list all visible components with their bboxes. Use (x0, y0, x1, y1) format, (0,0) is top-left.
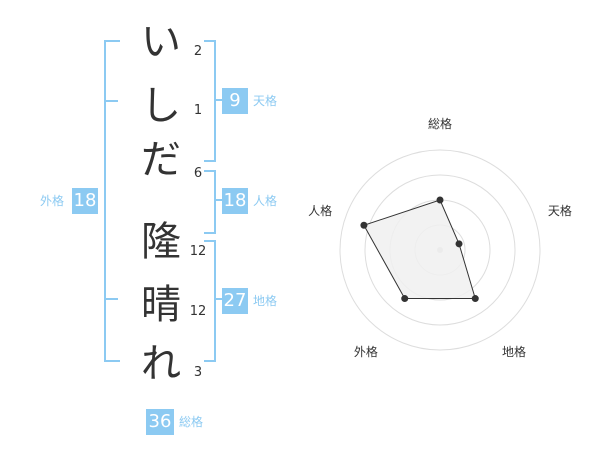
jinkaku-bracket (204, 170, 216, 234)
soukaku-value: 36 (146, 409, 174, 435)
stroke-count-1: 2 (193, 44, 203, 59)
chikaku-bracket (204, 240, 216, 362)
name-char-6: れ (141, 341, 181, 387)
bracket-connector (214, 199, 222, 201)
name-char-3: だ (141, 137, 181, 183)
bracket-connector (214, 99, 222, 101)
radar-ring (364, 174, 516, 326)
tenkaku-value: 9 (222, 88, 248, 114)
radar-ring (339, 149, 541, 351)
stroke-count-5: 12 (189, 304, 207, 319)
radar-axis-label: 外格 (354, 344, 378, 359)
radar-axis-label: 総格 (428, 116, 452, 131)
gaikaku-value: 18 (72, 188, 98, 214)
radar-axis-label: 天格 (548, 203, 572, 218)
name-char-4: 隆 (141, 219, 181, 265)
jinkaku-label: 人格 (253, 194, 278, 208)
tenkaku-bracket (204, 40, 216, 162)
radar-data-point (360, 221, 368, 229)
tenkaku-label: 天格 (253, 94, 278, 108)
name-char-2: し (141, 83, 181, 129)
stroke-count-2: 1 (193, 103, 203, 118)
stroke-count-3: 6 (193, 166, 203, 181)
bracket-connector (214, 298, 222, 300)
bracket-tick-left (104, 298, 118, 300)
gaikaku-bracket (104, 40, 120, 362)
gaikaku-label: 外格 (40, 194, 65, 208)
stroke-count-4: 12 (189, 244, 207, 259)
radar-data-point (401, 295, 409, 303)
name-char-1: い (141, 19, 181, 65)
radar-data-point (436, 196, 444, 204)
jinkaku-value: 18 (222, 188, 248, 214)
name-char-5: 晴 (141, 282, 181, 328)
radar-data-point (455, 240, 463, 248)
radar-data-point (471, 295, 479, 303)
chikaku-value: 27 (222, 288, 248, 314)
radar-axis-label: 地格 (502, 344, 526, 359)
bracket-tick-left (104, 100, 118, 102)
radar-axis-label: 人格 (308, 203, 332, 218)
stroke-count-6: 3 (193, 365, 203, 380)
soukaku-label: 総格 (179, 415, 204, 429)
chikaku-label: 地格 (253, 294, 278, 308)
radar-data-polygon (363, 199, 476, 300)
